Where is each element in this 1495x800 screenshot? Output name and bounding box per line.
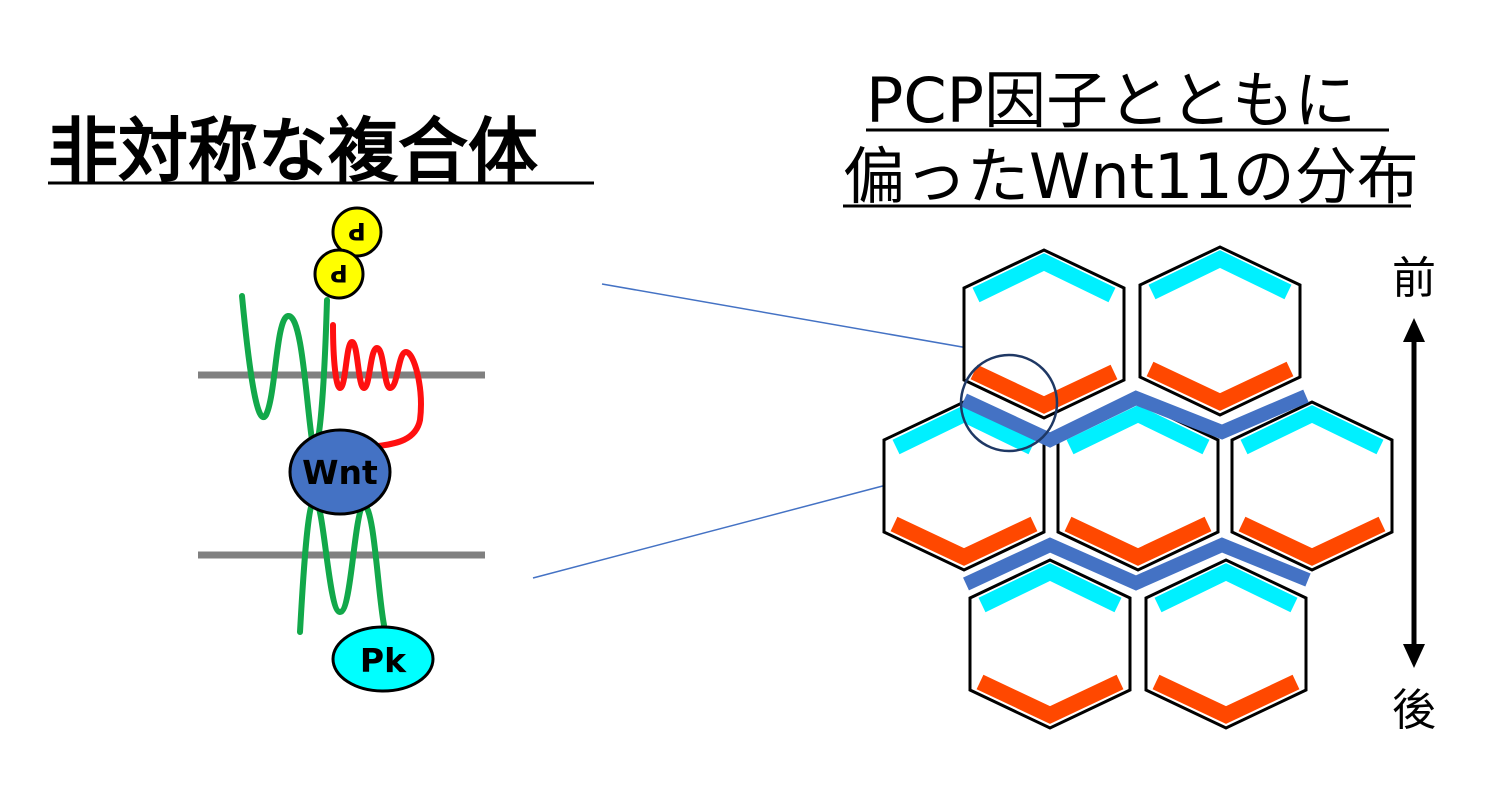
axis-arrowhead-up bbox=[1403, 318, 1425, 342]
wnt-label: Wnt bbox=[302, 453, 378, 492]
zoom-line-top bbox=[601, 283, 1009, 356]
hex-cell bbox=[968, 558, 1132, 730]
axis-arrowhead-down bbox=[1403, 644, 1425, 668]
wnt11-band-lower bbox=[963, 537, 1311, 591]
hex-cell bbox=[1230, 400, 1394, 572]
axis-label-anterior: 前 bbox=[1392, 253, 1436, 304]
hex-cell bbox=[962, 248, 1126, 420]
membrane-complex: Wnt Pk P P bbox=[198, 206, 485, 693]
phosphate-circle-lower bbox=[313, 248, 365, 300]
right-title-line1: PCP因子とともに bbox=[866, 64, 1356, 137]
red-receptor bbox=[330, 322, 424, 449]
pk-label: Pk bbox=[360, 641, 407, 680]
zoom-circle bbox=[959, 353, 1059, 453]
phosphate-label-upper: P bbox=[348, 217, 366, 245]
hex-cell bbox=[1144, 558, 1308, 730]
wnt11-band-upper bbox=[961, 389, 1309, 448]
hex-cell bbox=[1056, 400, 1220, 572]
pk-node bbox=[331, 625, 435, 693]
phosphate-label-lower: P bbox=[330, 259, 348, 287]
hex-cell bbox=[1138, 245, 1302, 417]
hex-cell bbox=[882, 400, 1046, 572]
wnt-node bbox=[288, 428, 392, 516]
right-title-line2: 偏ったWnt11の分布 bbox=[843, 140, 1419, 213]
green-transmembrane-protein-upper bbox=[239, 293, 330, 450]
cell-sheet bbox=[882, 245, 1394, 730]
left-title: 非対称な複合体 bbox=[48, 110, 538, 192]
axis-label-posterior: 後 bbox=[1392, 685, 1436, 736]
green-transmembrane-protein-lower bbox=[297, 496, 387, 635]
